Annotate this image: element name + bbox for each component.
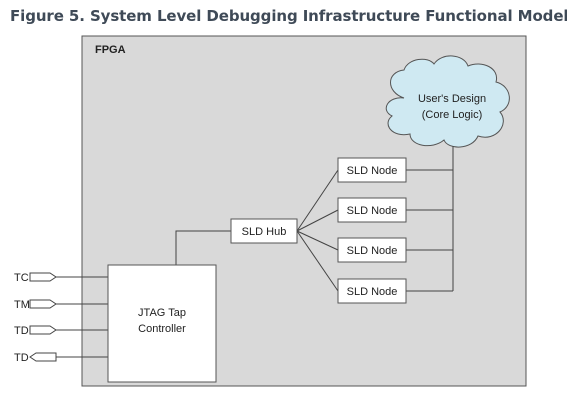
cloud-label-line1: User's Design: [418, 93, 486, 105]
pin-label: TM: [14, 299, 30, 311]
pin-tm: TM: [14, 299, 57, 311]
input-pin-icon: [29, 272, 57, 282]
jtag-tap-controller: JTAG Tap Controller: [107, 264, 217, 383]
sld-node-label: SLD Node: [347, 165, 398, 177]
output-pin-icon: [29, 352, 57, 362]
figure-title: Figure 5. System Level Debugging Infrast…: [10, 7, 567, 25]
sld-hub-label: SLD Hub: [242, 226, 287, 238]
sld-node: SLD Node: [337, 237, 407, 263]
jtag-label-line2: Controller: [138, 323, 186, 335]
sld-node: SLD Node: [337, 278, 407, 304]
pin-label: TD: [14, 352, 29, 364]
input-pin-icon: [29, 299, 57, 309]
fpga-label: FPGA: [95, 44, 126, 56]
sld-node: SLD Node: [337, 157, 407, 183]
pin-label: TC: [14, 272, 29, 284]
input-pin-icon: [29, 325, 57, 335]
pin-tc: TC: [14, 272, 57, 284]
sld-node-label: SLD Node: [347, 245, 398, 257]
jtag-label-line1: JTAG Tap: [138, 307, 186, 319]
connector-lines: [56, 146, 454, 358]
sld-node-label: SLD Node: [347, 286, 398, 298]
user-design-cloud: User's Design (Core Logic): [385, 55, 510, 148]
pin-tdi: TD: [14, 325, 57, 337]
sld-node-label: SLD Node: [347, 205, 398, 217]
pin-tdo: TD: [14, 352, 57, 364]
pin-label: TD: [14, 325, 29, 337]
sld-hub: SLD Hub: [230, 218, 298, 244]
cloud-label-line2: (Core Logic): [422, 109, 483, 121]
sld-node: SLD Node: [337, 197, 407, 223]
